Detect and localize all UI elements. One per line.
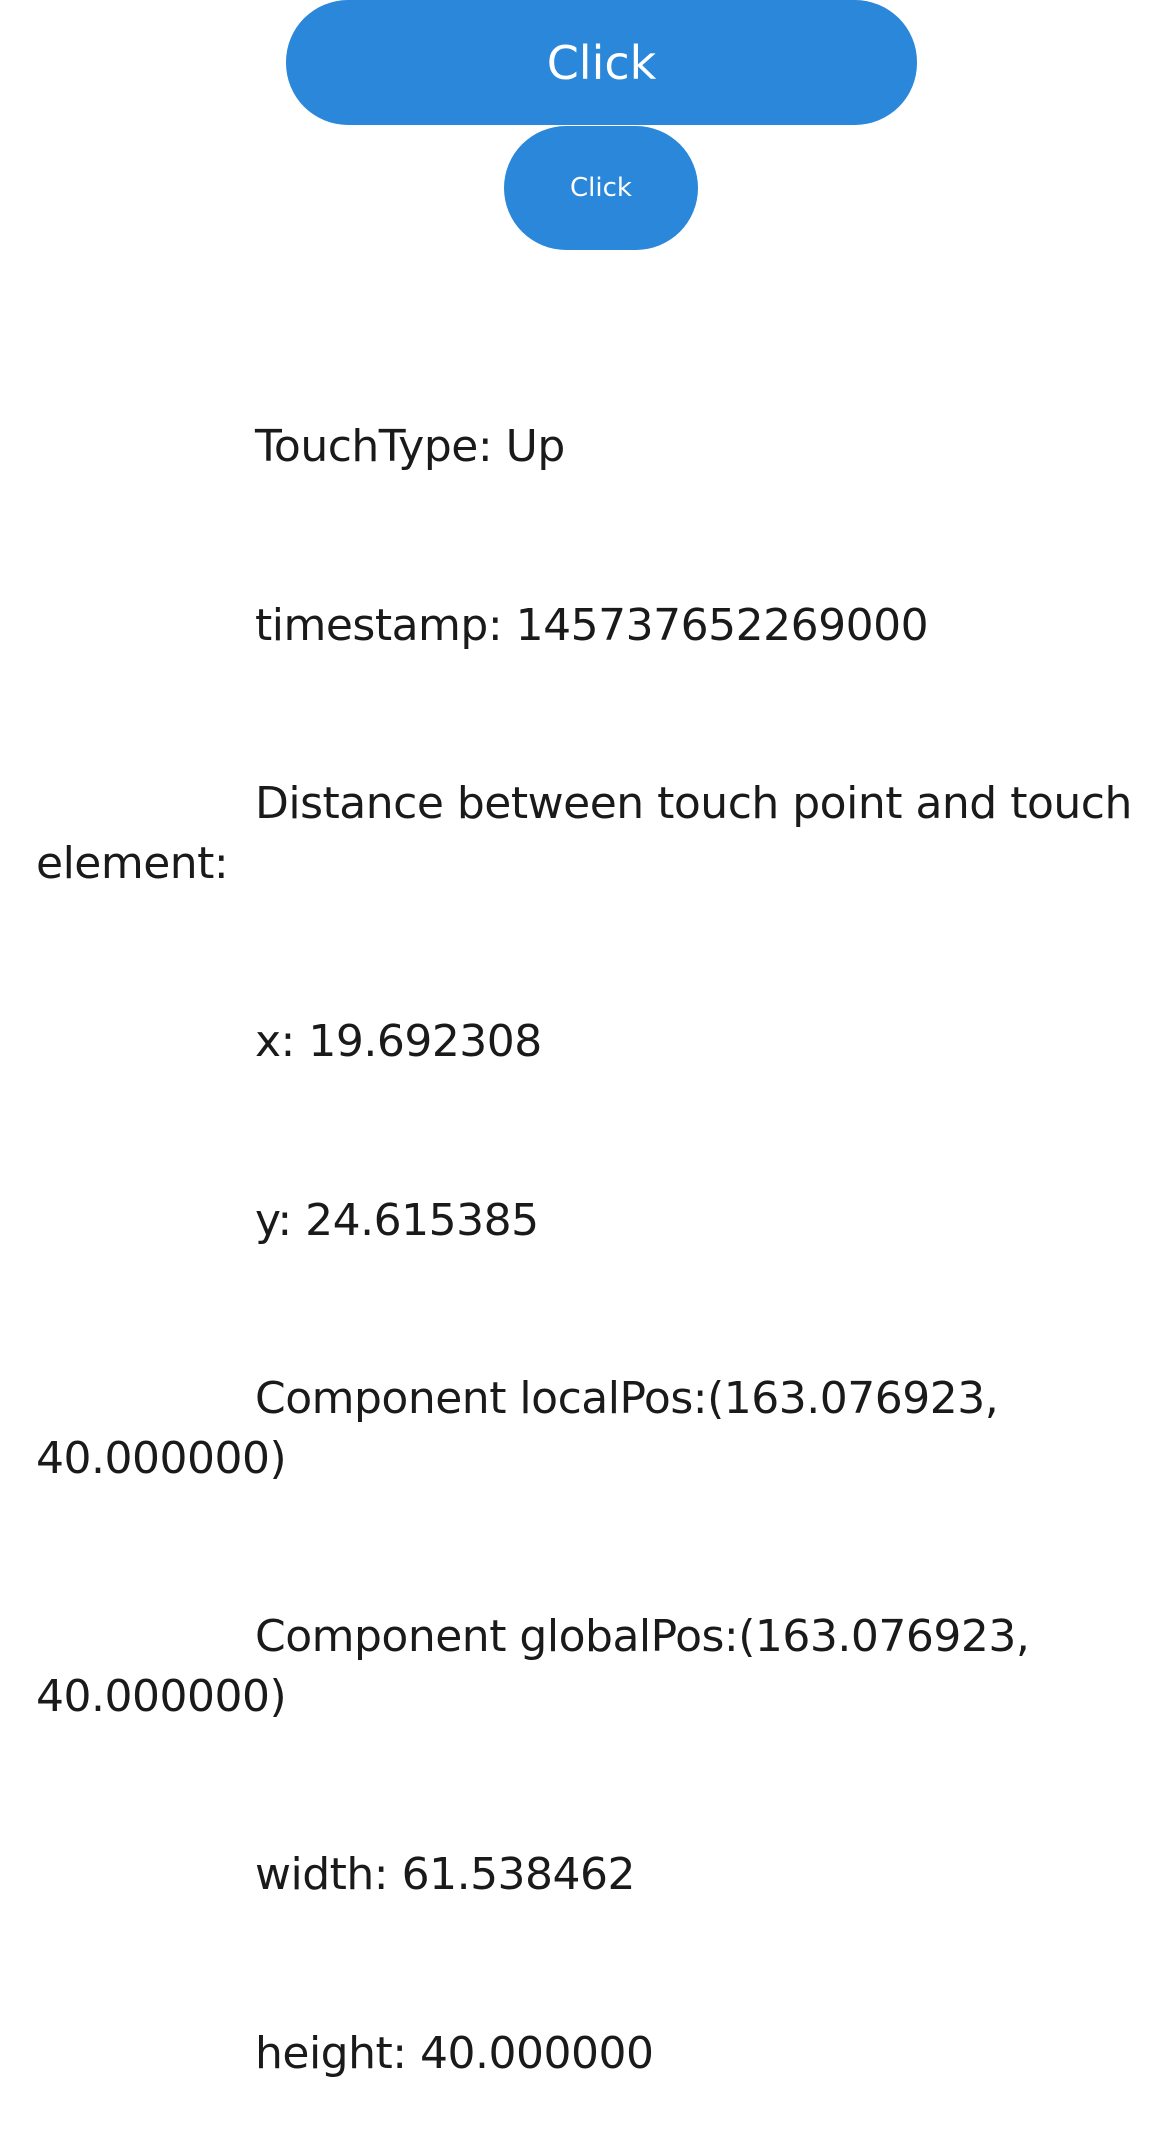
y-value-text: y: 24.615385 [255,1194,539,1246]
click-button-large[interactable]: Click [286,0,917,125]
touch-type-text: TouchType: Up [255,421,565,472]
click-button-small[interactable]: Click [504,126,698,250]
width-value-text: width: 61.538462 [255,1849,636,1900]
distance-label-text: Distance between touch point and touch e… [36,778,1146,889]
touch-event-info: TouchType: Up timestamp: 145737652269000… [36,298,1146,2143]
local-pos-text: Component localPos:(163.076923, 40.00000… [36,1373,1012,1484]
global-pos-text: Component globalPos:(163.076923, 40.0000… [36,1611,1043,1722]
x-value-text: x: 19.692308 [255,1016,542,1067]
height-value-text: height: 40.000000 [255,2027,654,2079]
timestamp-text: timestamp: 145737652269000 [255,599,929,651]
